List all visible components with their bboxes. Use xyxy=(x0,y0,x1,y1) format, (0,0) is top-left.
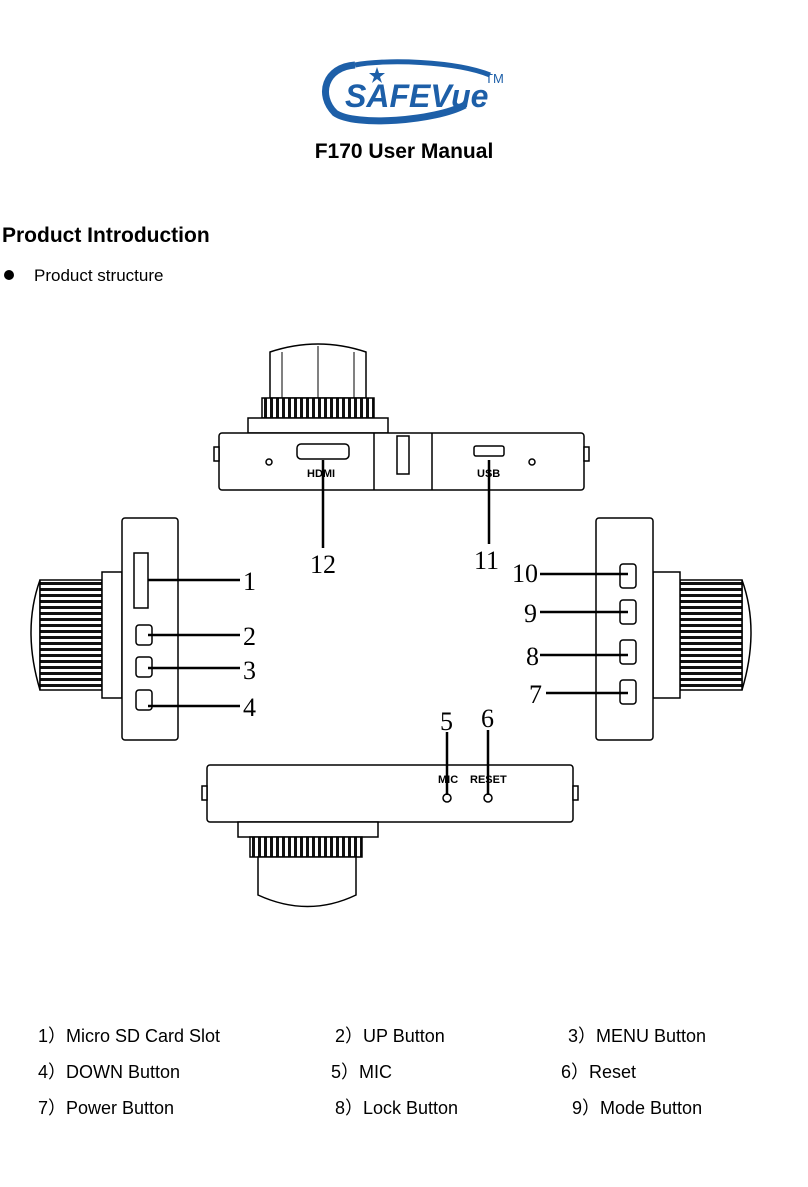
safevue-logo: SAFEVue TM xyxy=(322,59,504,125)
caption-7: 7）Power Button xyxy=(38,1098,175,1118)
bottom-view xyxy=(201,764,579,908)
bottom-lens-ring xyxy=(249,836,363,858)
top-view xyxy=(213,343,590,491)
reset-hole xyxy=(483,793,493,803)
usb-port xyxy=(473,445,505,457)
callout-3: 3 xyxy=(243,656,256,685)
caption-2: 2）UP Button xyxy=(335,1026,445,1046)
caption-5: 5）MIC xyxy=(331,1062,393,1082)
left-side-view xyxy=(30,517,179,741)
caption-8: 8）Lock Button xyxy=(335,1098,459,1118)
lock-button xyxy=(619,639,637,665)
logo-wordmark: SAFEVue xyxy=(345,78,488,114)
sd-card-slot xyxy=(133,552,149,609)
callout-7: 7 xyxy=(529,680,542,709)
bottom-lens-dome xyxy=(257,856,357,908)
leader-lines xyxy=(148,460,628,795)
bottom-body xyxy=(206,764,574,823)
callout-4: 4 xyxy=(243,693,256,722)
caption-9: 9）Mode Button xyxy=(572,1098,703,1118)
bullet-dot xyxy=(4,270,14,280)
hdmi-port xyxy=(296,443,350,460)
right-lens-ring xyxy=(679,579,743,691)
callout-12: 12 xyxy=(310,550,336,579)
document-title: F170 User Manual xyxy=(314,140,494,163)
section-heading: Product Introduction xyxy=(2,224,210,247)
trademark-symbol: TM xyxy=(485,71,504,86)
top-lens-ring xyxy=(261,397,375,419)
mic-hole xyxy=(442,793,452,803)
callout-11: 11 xyxy=(474,546,499,575)
caption-3: 3）MENU Button xyxy=(568,1026,707,1046)
left-lens-ring xyxy=(39,579,103,691)
callout-6: 6 xyxy=(481,704,494,733)
caption-1: 1）Micro SD Card Slot xyxy=(38,1026,221,1046)
callout-5: 5 xyxy=(440,707,453,736)
callout-2: 2 xyxy=(243,622,256,651)
mode-button-top xyxy=(619,563,637,589)
bullet-text: Product structure xyxy=(34,266,164,285)
callout-1: 1 xyxy=(243,567,256,596)
right-body xyxy=(595,517,654,741)
caption-6: 6）Reset xyxy=(561,1062,637,1082)
right-side-view xyxy=(595,517,752,741)
callout-8: 8 xyxy=(526,642,539,671)
callout-9: 9 xyxy=(524,599,537,628)
hdmi-port-label: HDMI xyxy=(307,468,335,480)
product-structure-diagram: HDMI USB MIC RESET xyxy=(30,343,752,908)
callout-10: 10 xyxy=(512,559,538,588)
caption-4: 4）DOWN Button xyxy=(38,1062,181,1082)
